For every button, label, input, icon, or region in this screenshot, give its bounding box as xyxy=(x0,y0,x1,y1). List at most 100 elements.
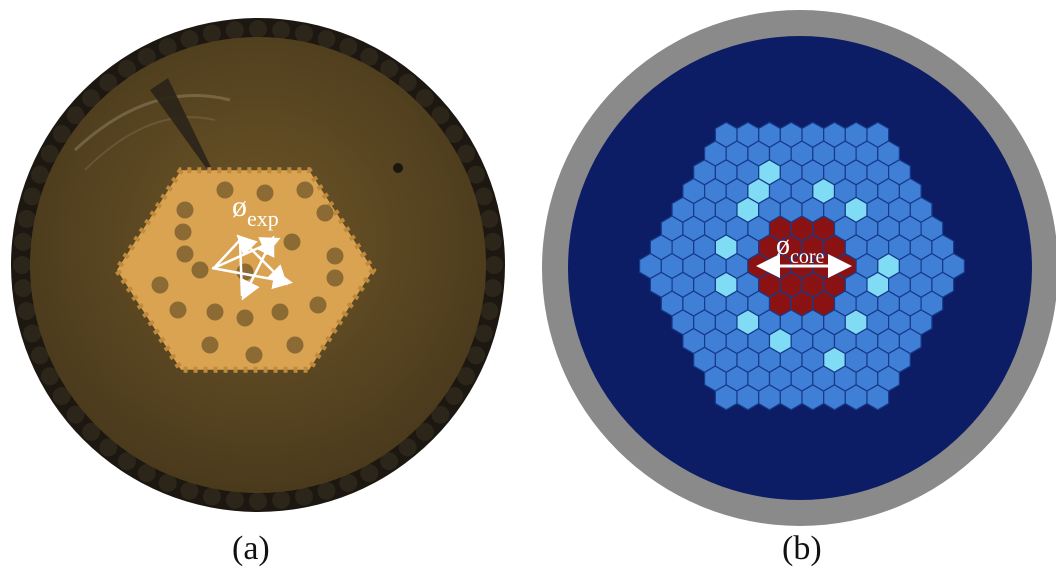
panel-b: øcore xyxy=(542,10,1056,526)
air-holes xyxy=(151,181,344,364)
rim-bump xyxy=(158,37,177,56)
diameter-exp-label: øexp xyxy=(232,190,279,231)
air-hole xyxy=(176,245,194,263)
rim-bump xyxy=(82,422,101,441)
rim-bump xyxy=(23,187,42,206)
rim-bump xyxy=(360,47,379,66)
rim-bump xyxy=(52,387,71,406)
rim-bump xyxy=(137,464,156,483)
panel-label-b: (b) xyxy=(782,530,822,567)
rim-bump xyxy=(483,232,502,251)
rim-bump xyxy=(249,20,267,38)
rim-bump xyxy=(480,302,499,321)
air-hole xyxy=(176,201,194,219)
rim-bump xyxy=(202,487,221,506)
rim-bump xyxy=(117,452,136,471)
rim-bump xyxy=(467,165,486,184)
rim-bump xyxy=(14,279,33,298)
air-hole xyxy=(283,233,301,251)
rim-bump xyxy=(225,490,244,509)
diameter-core-label: øcore xyxy=(776,230,825,268)
rim-bump xyxy=(380,452,399,471)
rim-bump xyxy=(40,144,59,163)
rim-bump xyxy=(398,73,417,92)
rim-bump xyxy=(137,47,156,66)
rim-bump xyxy=(17,209,36,228)
rim-bump xyxy=(457,144,476,163)
rim-bump xyxy=(380,59,399,78)
rim-bump xyxy=(117,59,136,78)
panel-label-a: (a) xyxy=(232,530,270,567)
stain-arc-2 xyxy=(84,116,216,171)
rim-bump xyxy=(202,24,221,43)
rim-bump xyxy=(66,405,85,424)
rim-bump xyxy=(415,422,434,441)
rim-bump xyxy=(339,474,358,493)
rim-bump xyxy=(99,438,118,457)
air-hole xyxy=(201,336,219,354)
rim-bump xyxy=(483,279,502,298)
air-hole xyxy=(174,223,192,241)
rim-bump xyxy=(474,324,493,343)
rim-bump xyxy=(158,474,177,493)
rim-bump xyxy=(272,490,291,509)
star-arrows xyxy=(211,234,293,301)
rim-bump xyxy=(317,30,336,49)
rim-bump xyxy=(180,30,199,49)
air-hole xyxy=(271,303,289,321)
rim-bump xyxy=(467,346,486,365)
rim-bump xyxy=(99,73,118,92)
debris-spot xyxy=(393,163,403,173)
rim-bump xyxy=(23,324,42,343)
rim-bump xyxy=(52,124,71,143)
air-hole xyxy=(316,204,334,222)
rim-bump xyxy=(415,89,434,108)
cell-lattice xyxy=(638,121,966,411)
rim-bump xyxy=(445,124,464,143)
rim-bump xyxy=(360,464,379,483)
rim-bump xyxy=(474,187,493,206)
rim-bump xyxy=(14,232,33,251)
air-hole xyxy=(169,301,187,319)
rim-bump xyxy=(339,37,358,56)
rim-bump xyxy=(445,387,464,406)
rim-bump xyxy=(17,302,36,321)
air-hole xyxy=(216,181,234,199)
air-hole xyxy=(256,184,274,202)
rim-bump xyxy=(272,21,291,40)
rim-bump xyxy=(249,492,267,510)
rim-bump xyxy=(180,481,199,500)
air-hole xyxy=(236,309,254,327)
rim-bump xyxy=(457,367,476,386)
air-hole xyxy=(191,261,209,279)
air-hole xyxy=(326,269,344,287)
rim-bump xyxy=(480,209,499,228)
rim-bump xyxy=(431,106,450,125)
rim-bump xyxy=(431,405,450,424)
rim-scallops xyxy=(13,20,503,510)
rim-bump xyxy=(30,165,49,184)
rim-bump xyxy=(66,106,85,125)
rim-bump xyxy=(82,89,101,108)
air-hole xyxy=(296,181,314,199)
air-hole xyxy=(286,336,304,354)
air-hole xyxy=(326,247,344,265)
stain-arc xyxy=(73,94,231,152)
rim-bump xyxy=(398,438,417,457)
air-hole xyxy=(245,346,263,364)
air-hole xyxy=(206,303,224,321)
rim-bump xyxy=(40,367,59,386)
probe-tip xyxy=(150,78,222,190)
rim-bump xyxy=(30,346,49,365)
panel-a: øexp xyxy=(11,18,505,512)
air-hole xyxy=(151,276,169,294)
lattice-cell xyxy=(942,252,966,280)
rim-bump xyxy=(13,256,31,274)
air-hole xyxy=(309,296,327,314)
rim-bump xyxy=(295,487,314,506)
rim-bump xyxy=(225,21,244,40)
rim-bump xyxy=(295,24,314,43)
rim-bump xyxy=(317,481,336,500)
rim-bump xyxy=(485,256,503,274)
